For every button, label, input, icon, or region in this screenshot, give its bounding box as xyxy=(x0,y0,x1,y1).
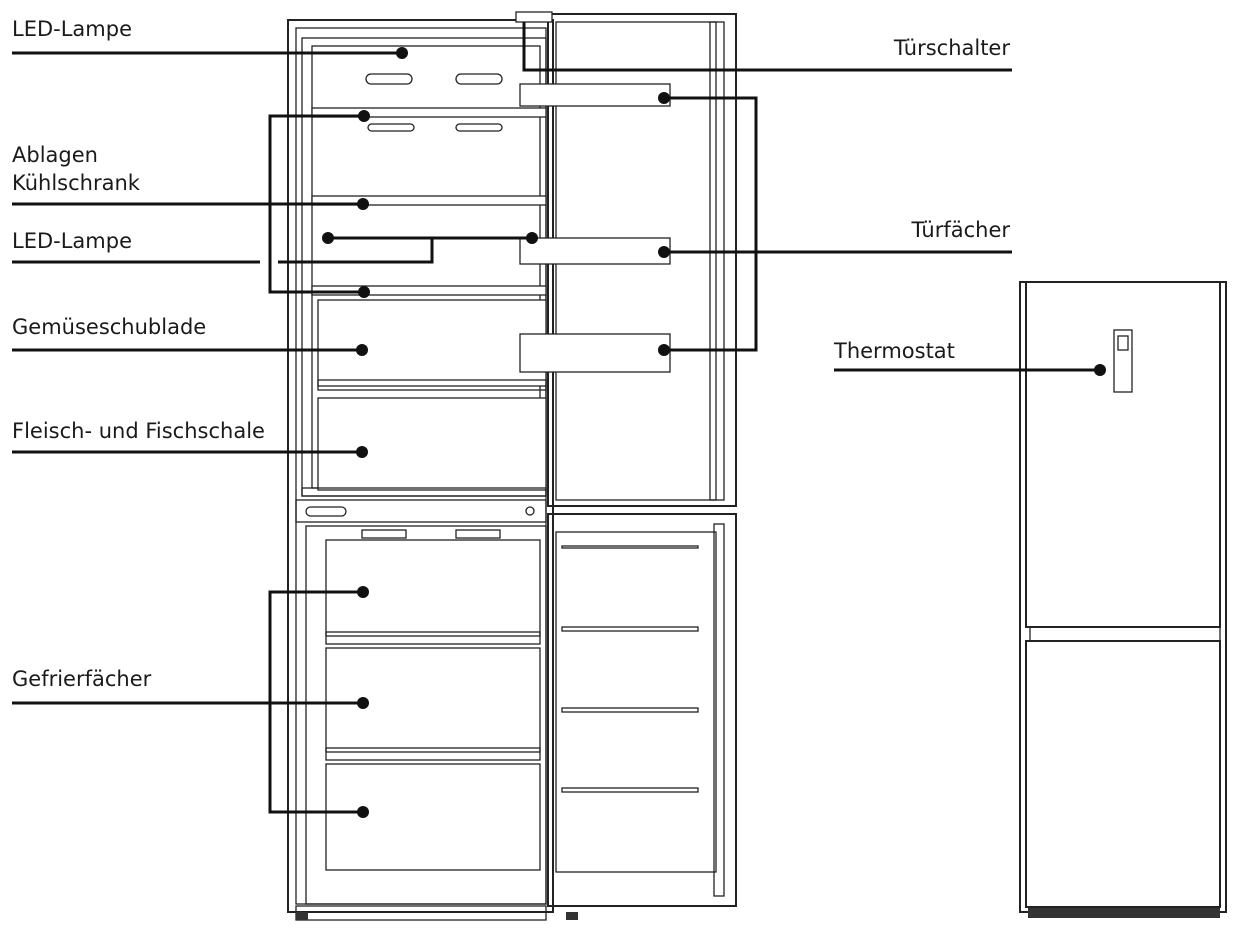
cabinet-outline xyxy=(287,19,554,913)
component-labels: LED-Lampe Ablagen Kühlschrank LED-Lampe … xyxy=(12,17,1010,691)
label-shelves-fridge-line1: Ablagen xyxy=(12,143,98,167)
freezer-door-open xyxy=(547,513,737,907)
fridge-shelves xyxy=(311,107,547,296)
label-vegetable-drawer: Gemüseschublade xyxy=(12,315,206,339)
label-led-lamp-middle: LED-Lampe xyxy=(12,229,132,253)
label-thermostat: Thermostat xyxy=(833,339,955,363)
label-meat-fish-tray: Fleisch- und Fischschale xyxy=(12,419,265,443)
label-freezer-drawers: Gefrierfächer xyxy=(12,667,152,691)
freezer-compartment xyxy=(305,525,547,905)
label-led-lamp-top: LED-Lampe xyxy=(12,17,132,41)
label-door-shelves: Türfächer xyxy=(910,218,1010,242)
label-shelves-fridge-line2: Kühlschrank xyxy=(12,171,141,195)
label-door-switch: Türschalter xyxy=(893,36,1011,60)
closed-fridge-illustration xyxy=(1019,281,1227,918)
thermostat-display-shape xyxy=(1113,329,1133,393)
vegetable-drawer-shape xyxy=(317,299,547,387)
meat-tray-shape xyxy=(317,397,547,491)
open-fridge-illustration xyxy=(287,11,737,921)
fridge-door-open xyxy=(515,11,737,507)
leader-lines xyxy=(12,22,1106,818)
